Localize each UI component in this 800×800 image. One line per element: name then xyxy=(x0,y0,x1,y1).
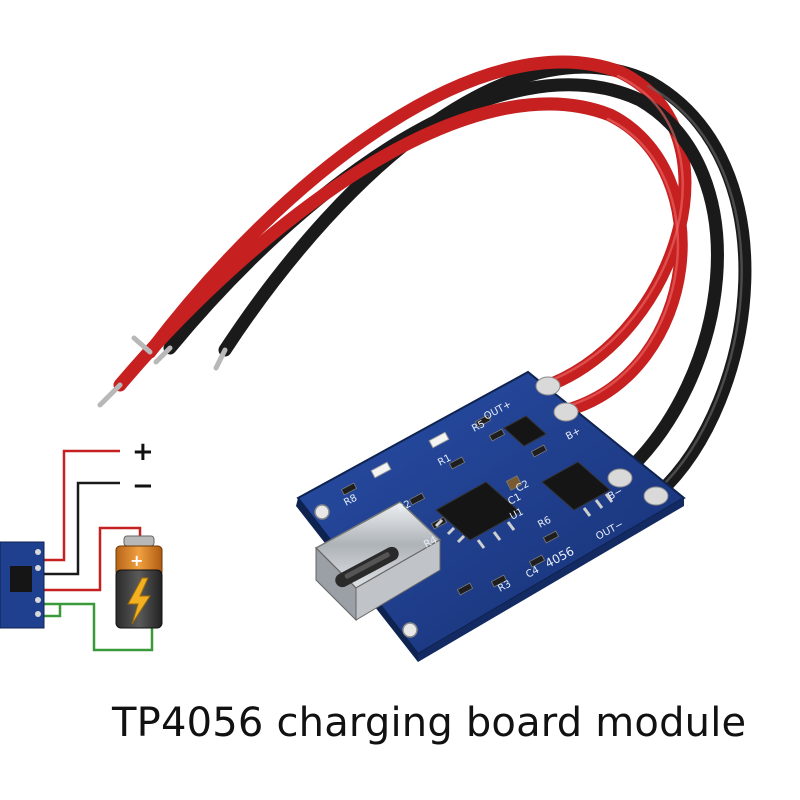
wire-tips xyxy=(97,335,228,408)
battery-icon: + xyxy=(115,535,163,629)
led-indicator xyxy=(370,461,392,479)
charger-ic xyxy=(434,481,521,549)
mosfet-chip xyxy=(503,415,547,447)
red-wire-b-plus xyxy=(113,97,688,417)
diagram-battery-minus-wire xyxy=(40,602,154,652)
tp4056-board: OUT+ B+ B− OUT− 4056 R8 R2 R1 U1 C1 C2 R… xyxy=(296,370,686,662)
svg-text:+: + xyxy=(130,551,143,570)
solder-pads xyxy=(535,376,669,506)
smd-components xyxy=(340,414,560,596)
wiring-diagram xyxy=(40,449,154,652)
diagram-battery-plus-wire xyxy=(40,526,142,592)
protection-ic xyxy=(541,461,614,517)
diagram-minus-wire xyxy=(40,481,120,576)
diagram-minus-label: − xyxy=(132,471,154,501)
diagram-mini-board xyxy=(0,541,45,629)
lightning-icon xyxy=(127,577,151,625)
black-wire-out-minus xyxy=(218,60,752,501)
red-wire-out-plus xyxy=(143,55,692,391)
mounting-hole xyxy=(314,504,330,520)
wire-bundle xyxy=(113,55,752,501)
usb-c-port-icon[interactable] xyxy=(314,501,442,622)
led-indicator xyxy=(428,431,450,449)
diagram-plus-wire xyxy=(40,449,120,562)
product-caption: TP4056 charging board module xyxy=(112,700,747,746)
mounting-hole xyxy=(402,622,418,638)
diagram-plus-label: + xyxy=(132,437,154,467)
